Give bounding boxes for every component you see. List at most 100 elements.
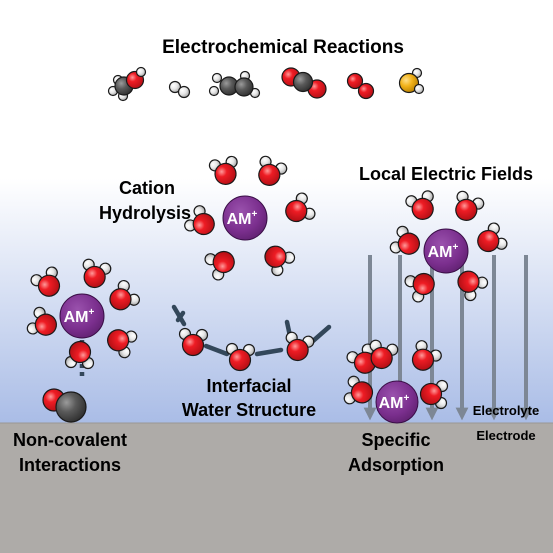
water-molecule — [225, 342, 256, 372]
water-molecule — [411, 340, 442, 371]
cation-label: AM+ — [227, 209, 258, 228]
carbon-atom — [55, 391, 87, 423]
water-molecule — [64, 340, 95, 370]
cation-circle — [59, 293, 105, 339]
cation-hydrolysis-label-line2: Hydrolysis — [99, 203, 191, 223]
hydrogen-atom — [168, 80, 182, 94]
water-molecule — [405, 190, 434, 220]
oxygen-atom — [109, 288, 132, 311]
oxygen-atom — [346, 72, 364, 90]
cation-circle — [375, 380, 419, 424]
water-molecule — [285, 192, 316, 223]
oxygen-atom — [258, 163, 281, 186]
water-molecule — [404, 272, 435, 303]
carbon-atom — [234, 77, 254, 97]
oxygen-atom — [68, 340, 92, 364]
noncovalent-label-line1: Non-covalent — [13, 430, 127, 450]
title: Electrochemical Reactions — [162, 37, 404, 58]
oxygen-atom — [411, 348, 435, 371]
water-molecule — [204, 250, 235, 281]
oxygen-atom — [264, 245, 287, 268]
oxygen-atom — [457, 270, 480, 293]
water-molecule — [389, 225, 420, 255]
oxygen-atom — [412, 272, 435, 296]
hydrogen-bond — [203, 343, 230, 357]
h2s-molecule — [398, 67, 425, 95]
water-molecule — [285, 331, 315, 362]
water-molecules — [26, 155, 508, 410]
water-molecule — [184, 205, 215, 236]
hydrogen-atom — [413, 83, 425, 95]
oxygen-atom — [419, 382, 443, 406]
am-cation: AM+ — [423, 228, 469, 274]
water-molecule — [455, 190, 485, 221]
interfacial-water-label-line1: Interfacial — [206, 376, 291, 396]
oxygen-atom — [212, 250, 235, 274]
am-cation: AM+ — [375, 380, 419, 424]
water-molecule — [457, 270, 489, 302]
cations: AM+ AM+ AM+ AM+ — [59, 195, 469, 424]
hydrogen-bond — [254, 347, 284, 357]
hydrogen-atom — [208, 85, 220, 97]
water-molecule — [107, 329, 138, 359]
electrode-surface — [0, 423, 553, 553]
water-molecule — [208, 155, 238, 186]
hydrogen-bond — [175, 310, 186, 323]
oxygen-atom — [350, 381, 374, 404]
sulfur-atom — [398, 72, 420, 94]
hydrogen-atom — [135, 66, 147, 78]
oxygen-atom — [37, 274, 61, 297]
specific-adsorption-label-line1: Specific — [361, 430, 430, 450]
water-molecule — [477, 222, 508, 253]
oxygen-atom — [214, 162, 237, 186]
specific-adsorption-label-line2: Adsorption — [348, 455, 444, 475]
oxygen-atom — [357, 82, 375, 100]
water-molecule — [30, 266, 61, 297]
water-molecule — [109, 279, 141, 311]
hydrogen-atom — [177, 85, 191, 99]
water-molecule — [258, 155, 288, 186]
water-molecule — [82, 258, 112, 289]
cation-label: AM+ — [64, 307, 95, 326]
oxygen-atom — [83, 265, 106, 289]
oxygen-atom — [477, 229, 500, 253]
water-molecule — [369, 339, 399, 370]
hydrogen-bond — [310, 324, 332, 344]
methanol-molecule — [107, 66, 147, 102]
oxygen-atom — [285, 199, 308, 223]
oxygen-atom — [455, 198, 478, 221]
hydrogen-molecule — [168, 80, 191, 99]
cation-label: AM+ — [379, 393, 410, 412]
electrode-label: Electrode — [476, 428, 535, 443]
electrolyte-label: Electrolyte — [473, 403, 539, 418]
am-cation: AM+ — [59, 293, 105, 339]
water-molecule — [178, 327, 209, 357]
noncovalent-label-line2: Interactions — [19, 455, 121, 475]
co2-molecule — [281, 67, 327, 99]
o2-molecule — [346, 72, 375, 100]
adsorbed-co-molecule — [42, 388, 87, 423]
am-cation: AM+ — [222, 195, 268, 241]
oxygen-atom — [228, 348, 252, 372]
oxygen-atom — [286, 338, 309, 362]
oxygen-atom — [107, 329, 130, 352]
ethylene-molecule — [208, 70, 261, 99]
interfacial-water-label-line2: Water Structure — [182, 400, 316, 420]
oxygen-atom — [181, 333, 205, 357]
cation-circle — [423, 228, 469, 274]
reaction-molecules — [107, 66, 425, 102]
carbon-atom — [292, 71, 314, 93]
oxygen-atom — [370, 346, 393, 370]
hydrogen-atom — [211, 72, 223, 84]
water-molecule — [264, 245, 296, 277]
cation-label: AM+ — [428, 242, 459, 261]
water-molecule — [419, 379, 449, 410]
oxygen-atom — [192, 212, 215, 236]
oxygen-atom — [34, 313, 57, 336]
oxygen-atom — [397, 232, 420, 255]
water-molecule — [343, 375, 374, 405]
cation-circle — [222, 195, 268, 241]
local-electric-fields-label: Local Electric Fields — [359, 164, 533, 184]
cation-hydrolysis-label-line1: Cation — [119, 178, 175, 198]
